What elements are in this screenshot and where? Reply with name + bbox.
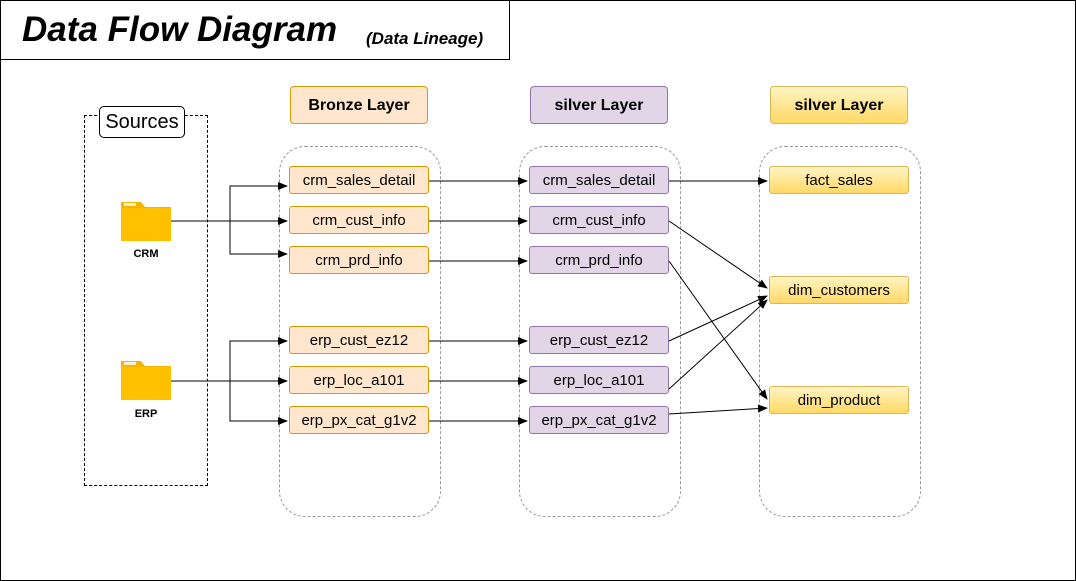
bronze-node: crm_cust_info [289,206,429,234]
bronze-node: crm_prd_info [289,246,429,274]
bronze-node: crm_sales_detail [289,166,429,194]
sources-label: Sources [99,106,185,138]
bronze-layer-header: Bronze Layer [290,86,428,124]
bronze-node: erp_px_cat_g1v2 [289,406,429,434]
title-box: Data Flow Diagram (Data Lineage) [0,0,510,60]
gold-node: fact_sales [769,166,909,194]
folder-icon [121,202,171,241]
diagram-title: Data Flow Diagram [22,10,338,49]
gold-node: dim_product [769,386,909,414]
source-label-erp: ERP [134,408,158,420]
bronze-node: erp_loc_a101 [289,366,429,394]
bronze-node: erp_cust_ez12 [289,326,429,354]
silver-node: crm_sales_detail [529,166,669,194]
bronze-layer-group [279,146,441,517]
source-label-crm: CRM [133,248,159,260]
silver-node: erp_px_cat_g1v2 [529,406,669,434]
gold-layer-group [759,146,921,517]
silver-node: erp_loc_a101 [529,366,669,394]
silver-layer-header: silver Layer [530,86,668,124]
silver-node: erp_cust_ez12 [529,326,669,354]
sources-group [84,115,208,486]
silver-node: crm_cust_info [529,206,669,234]
diagram-subtitle: (Data Lineage) [366,29,484,48]
gold-layer-header: silver Layer [770,86,908,124]
gold-node: dim_customers [769,276,909,304]
silver-node: crm_prd_info [529,246,669,274]
folder-icon [121,361,171,400]
